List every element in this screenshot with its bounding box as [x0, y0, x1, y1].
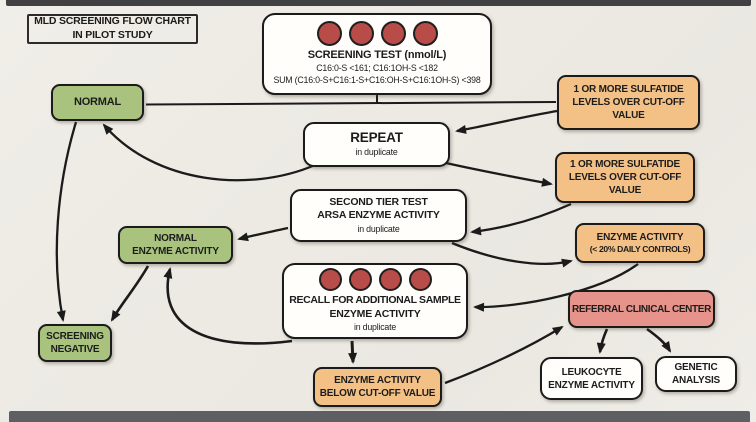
- normal-label: NORMAL: [73, 95, 122, 108]
- bottom-border-band: [9, 411, 750, 422]
- normal-enzyme-line2: ENZYME ACTIVITY: [132, 246, 219, 257]
- edge-repeat-to-normal: [102, 123, 316, 182]
- chart-title-box: MLD SCREENING FLOW CHART IN PILOT STUDY: [27, 14, 198, 44]
- recall-line1: RECALL FOR ADDITIONAL SAMPLE: [289, 294, 461, 307]
- edge-sulfatide2-to-second-tier: [470, 202, 572, 236]
- enzyme20-line2: (< 20% DAILY CONTROLS): [589, 243, 691, 254]
- genetic-line2: ANALYSIS: [671, 375, 721, 386]
- blood-spot-row: [318, 268, 432, 292]
- repeat-subtitle: in duplicate: [355, 146, 398, 157]
- second-tier-subtitle: in duplicate: [357, 223, 400, 234]
- blood-spot-icon: [378, 268, 402, 292]
- blood-spot-icon: [348, 21, 374, 47]
- edge-referral-to-genetic: [646, 327, 672, 353]
- sulfatide1-line2: LEVELS OVER CUT-OFF: [572, 97, 685, 108]
- screening-test-title: SCREENING TEST (nmol/L): [307, 49, 447, 62]
- screening-negative-line2: NEGATIVE: [50, 344, 100, 355]
- edge-sulfatide1-to-repeat: [455, 109, 558, 134]
- node-normal-enzyme-activity: NORMAL ENZYME ACTIVITY: [118, 226, 233, 264]
- leukocyte-line1: LEUKOCYTE: [561, 366, 622, 378]
- sulfatide1-line3: VALUE: [612, 110, 645, 121]
- sulfatide1-line1: 1 OR MORE SULFATIDE: [573, 84, 684, 95]
- edge-enzyme20-to-recall: [473, 263, 639, 312]
- node-normal: NORMAL: [51, 84, 144, 121]
- node-screening-test: SCREENING TEST (nmol/L) C16:0-S <161; C1…: [262, 13, 492, 95]
- node-sulfatide-over-1: 1 OR MORE SULFATIDE LEVELS OVER CUT-OFF …: [557, 75, 700, 130]
- second-tier-line1: SECOND TIER TEST: [329, 195, 428, 208]
- sulfatide2-line3: VALUE: [608, 185, 642, 196]
- second-tier-line2: ARSA ENZYME ACTIVITY: [317, 209, 440, 222]
- chart-title-line2: IN PILOT STUDY: [72, 29, 153, 41]
- blood-spot-icon: [412, 21, 438, 47]
- screening-criteria-1: C16:0-S <161; C16:1OH-S <182: [316, 63, 438, 73]
- edge-below-cutoff-to-referral: [444, 325, 564, 385]
- screening-criteria-2: SUM (C16:0-S+C16:1-S+C16:OH-S+C16:1OH-S)…: [273, 74, 481, 85]
- blood-spot-icon: [408, 268, 432, 292]
- sulfatide2-line2: LEVELS OVER CUT-OFF: [568, 172, 682, 183]
- repeat-title: REPEAT: [350, 129, 403, 145]
- enzyme20-line1: ENZYME ACTIVITY: [596, 231, 684, 243]
- genetic-line1: GENETIC: [674, 362, 718, 373]
- referral-label: REFERRAL CLINICAL CENTER: [571, 303, 711, 315]
- node-second-tier-test: SECOND TIER TEST ARSA ENZYME ACTIVITY in…: [290, 189, 467, 242]
- edge-second-tier-to-normal-enzyme: [237, 226, 289, 242]
- edge-normal-enzyme-to-screening-negative: [110, 265, 150, 322]
- edge-referral-to-leukocyte: [596, 328, 609, 354]
- node-repeat: REPEAT in duplicate: [303, 122, 450, 167]
- blood-spot-icon: [316, 21, 342, 47]
- node-leukocyte-enzyme-activity: LEUKOCYTE ENZYME ACTIVITY: [540, 357, 643, 400]
- recall-subtitle: in duplicate: [353, 322, 397, 333]
- normal-enzyme-line1: NORMAL: [154, 233, 197, 244]
- blood-spot-icon: [318, 268, 342, 292]
- blood-spot-icon: [380, 21, 406, 47]
- node-enzyme-activity-20: ENZYME ACTIVITY (< 20% DAILY CONTROLS): [575, 223, 705, 263]
- blood-spot-icon: [348, 268, 372, 292]
- leukocyte-line2: ENZYME ACTIVITY: [548, 379, 635, 391]
- node-referral-clinical-center: REFERRAL CLINICAL CENTER: [568, 290, 715, 328]
- chart-title-line1: MLD SCREENING FLOW CHART: [34, 15, 191, 28]
- edge-recall-to-below-cutoff: [348, 340, 358, 364]
- top-border-band: [6, 0, 751, 6]
- node-enzyme-activity-below-cutoff: ENZYME ACTIVITY BELOW CUT-OFF VALUE: [313, 367, 442, 407]
- edge-normal-to-screening-negative: [55, 121, 78, 322]
- below-cutoff-line1: ENZYME ACTIVITY: [334, 375, 421, 386]
- below-cutoff-line2: BELOW CUT-OFF VALUE: [319, 388, 436, 399]
- edge-recall-to-normal-enzyme: [163, 267, 293, 345]
- screening-negative-line1: SCREENING: [46, 331, 104, 342]
- node-screening-negative: SCREENING NEGATIVE: [38, 324, 112, 362]
- edge-screening-split: [145, 95, 557, 106]
- node-genetic-analysis: GENETIC ANALYSIS: [655, 356, 737, 392]
- edge-second-tier-to-enzyme20: [451, 241, 573, 268]
- edge-repeat-to-sulfatide2: [445, 161, 553, 187]
- node-sulfatide-over-2: 1 OR MORE SULFATIDE LEVELS OVER CUT-OFF …: [555, 152, 695, 203]
- sulfatide2-line1: 1 OR MORE SULFATIDE: [570, 159, 680, 170]
- node-recall: RECALL FOR ADDITIONAL SAMPLE ENZYME ACTI…: [282, 263, 468, 339]
- recall-line2: ENZYME ACTIVITY: [329, 307, 421, 320]
- blood-spot-row: [316, 21, 438, 47]
